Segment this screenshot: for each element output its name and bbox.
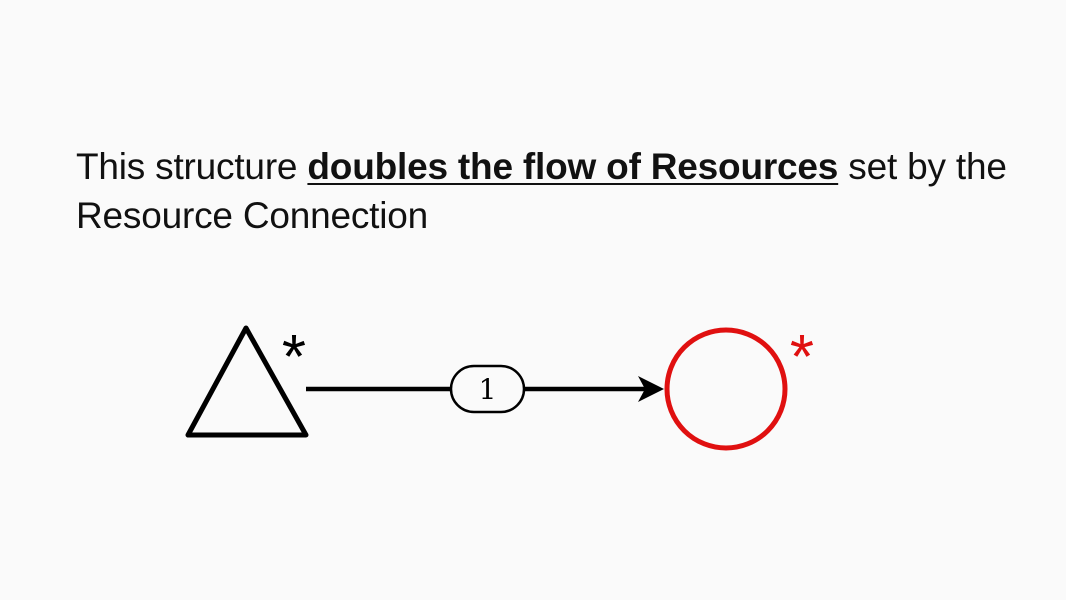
- description-text: This structure doubles the flow of Resou…: [76, 142, 1036, 240]
- source-marker: *: [282, 323, 306, 392]
- caption-emphasis: doubles the flow of Resources: [307, 146, 839, 187]
- source-triangle-node[interactable]: [185, 325, 309, 438]
- caption-text-end: set by the Resource Connection: [76, 146, 1007, 236]
- connection-label-pill[interactable]: [449, 364, 526, 414]
- caption-text-start: This structure: [76, 146, 308, 187]
- target-marker: *: [790, 323, 814, 392]
- connection-label: 1: [479, 373, 497, 406]
- target-circle-node[interactable]: [664, 327, 788, 451]
- arrowhead-icon: [638, 376, 664, 402]
